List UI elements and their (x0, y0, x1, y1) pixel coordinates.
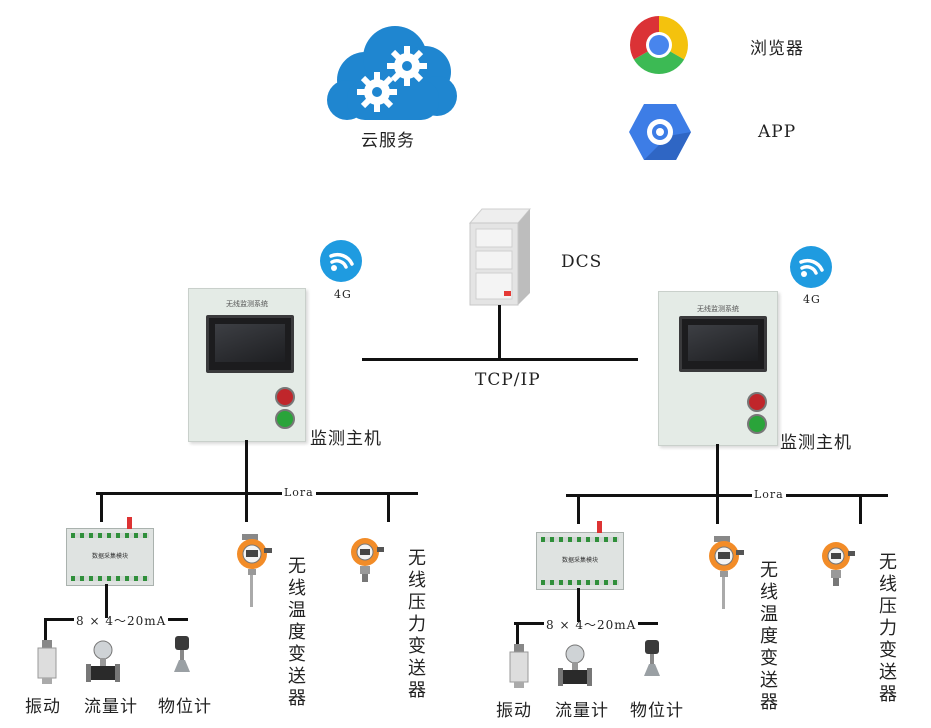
cloud-label: 云服务 (361, 131, 415, 151)
stop-button-icon (747, 392, 767, 412)
cloud-gears-icon (327, 26, 457, 120)
touch-screen (679, 316, 767, 372)
antenna-icon (127, 517, 132, 529)
monitor-host-cabinet: 无线监测系统 (188, 288, 306, 442)
wifi-icon (790, 246, 832, 288)
pressure-drop (859, 494, 862, 524)
server-icon (468, 208, 532, 306)
level-label: 物位计 (158, 697, 212, 717)
flowmeter-icon (558, 644, 592, 686)
level-meter-icon (174, 636, 190, 672)
temp-drop (716, 494, 719, 524)
level-meter-icon (644, 640, 660, 676)
acquisition-module: 数据采集模块 (66, 517, 154, 586)
tcpip-bus (362, 358, 638, 361)
host-label: 监测主机 (780, 433, 852, 453)
lora-label: Lora (282, 486, 316, 499)
app-node: APP (628, 102, 828, 166)
panel-title: 无线监测系统 (226, 300, 268, 308)
lora-bus (566, 494, 888, 497)
host-drop-line (716, 444, 719, 497)
vibration-drop (44, 618, 47, 642)
analog-drop (577, 588, 580, 622)
module-name: 数据采集模块 (91, 553, 128, 560)
pressure-transmitter-icon (351, 538, 384, 582)
level-label: 物位计 (630, 701, 684, 721)
lora-bus (96, 492, 418, 495)
vibration-label: 振动 (25, 697, 61, 717)
flow-label: 流量计 (555, 701, 609, 721)
touch-screen (206, 315, 294, 373)
app-camera-icon (629, 104, 691, 160)
vibration-sensor-icon (509, 644, 529, 688)
dcs-server (468, 205, 532, 306)
temperature-transmitter-icon (237, 534, 272, 607)
cloud-service: 云服务 (325, 20, 460, 151)
lora-label: Lora (752, 488, 786, 501)
wireless-4g-label: 4G (803, 293, 821, 306)
dcs-link (498, 305, 501, 361)
start-button-icon (747, 414, 767, 434)
vibration-label: 振动 (496, 701, 532, 721)
pressure-drop (387, 492, 390, 522)
dcs-label: DCS (561, 252, 603, 272)
temp-sensor-label: 无线温度变送器 (288, 556, 306, 709)
host-label: 监测主机 (310, 429, 382, 449)
panel-title: 无线监测系统 (697, 305, 739, 313)
temp-sensor-label: 无线温度变送器 (760, 560, 778, 713)
antenna-icon (597, 521, 602, 533)
analog-drop (105, 584, 108, 618)
pressure-sensor-label: 无线压力变送器 (408, 548, 426, 701)
analog-channels-label: 8 × 4～20mA (544, 616, 639, 633)
module-name: 数据采集模块 (561, 557, 598, 564)
pressure-sensor-label: 无线压力变送器 (879, 552, 897, 705)
wireless-4g-label: 4G (334, 288, 352, 301)
vibration-drop (516, 622, 519, 646)
browser-label: 浏览器 (750, 39, 804, 59)
stop-button-icon (275, 387, 295, 407)
flow-label: 流量计 (84, 697, 138, 717)
chrome-icon (630, 16, 688, 74)
module-drop (100, 492, 103, 522)
tcpip-label: TCP/IP (475, 370, 541, 390)
pressure-transmitter-icon (822, 542, 855, 586)
temp-drop (245, 492, 248, 522)
start-button-icon (275, 409, 295, 429)
temperature-transmitter-icon (709, 536, 744, 609)
monitor-host-cabinet: 无线监测系统 (658, 291, 778, 446)
wifi-icon (320, 240, 362, 282)
analog-channels-label: 8 × 4～20mA (74, 612, 169, 629)
vibration-sensor-icon (37, 640, 57, 684)
browser-node: 浏览器 (628, 14, 828, 78)
app-label: APP (758, 122, 797, 142)
flowmeter-icon (86, 640, 120, 682)
module-drop (577, 494, 580, 524)
host-drop-line (245, 440, 248, 495)
acquisition-module: 数据采集模块 (536, 521, 624, 590)
